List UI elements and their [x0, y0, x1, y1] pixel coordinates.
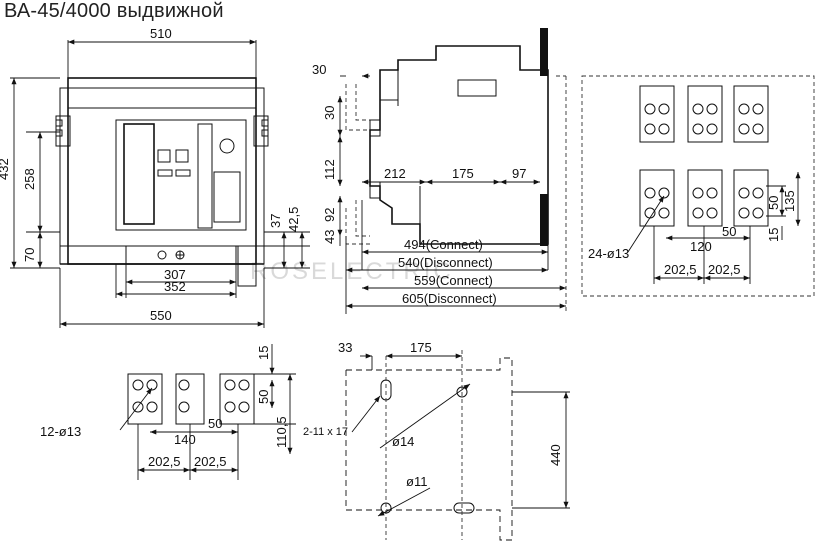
dim-494-connect: 494(Connect): [404, 237, 483, 252]
dim-70: 70: [22, 248, 37, 262]
front-handle-slot: [197, 123, 213, 229]
holes-24-d13: 24-ø13: [588, 246, 629, 261]
indicator-1: [157, 149, 171, 163]
terminal-detail-right: 24-ø13 50 135 15 120 50 202,5 202,5: [581, 75, 815, 297]
mounting-plate: 33 175 2-11 x 17 ø14 ø11 440: [303, 340, 570, 541]
side-view: 30 30 112 92 43 212 175 97 494(Connect) …: [312, 28, 567, 314]
side-panel-top: [540, 28, 548, 76]
drawing-title: ВА-45/4000 выдвижной: [4, 0, 224, 22]
front-top-strip: [67, 77, 257, 109]
dim-15-left: 15: [256, 346, 271, 360]
dim-202-5-right-b: 202,5: [708, 262, 741, 277]
slot-top-left: [380, 379, 392, 401]
indicator-4: [175, 169, 191, 177]
dim-605-disconnect: 605(Disconnect): [402, 291, 497, 306]
dim-d14: ø14: [392, 434, 414, 449]
front-display-window: [123, 123, 155, 225]
dim-202-5-left-b: 202,5: [194, 454, 227, 469]
dim-175: 175: [452, 166, 474, 181]
dim-212: 212: [384, 166, 406, 181]
side-panel-bottom: [540, 194, 548, 246]
dim-37: 37: [268, 214, 283, 228]
front-label-plate: [213, 171, 241, 223]
dim-352: 352: [164, 279, 186, 294]
plate-outline: [346, 357, 513, 541]
dim-202-5-right-a: 202,5: [664, 262, 697, 277]
dim-d11: ø11: [406, 474, 427, 489]
dim-175-plate: 175: [410, 340, 432, 355]
dim-120: 120: [690, 239, 712, 254]
holes-12-d13: 12-ø13: [40, 424, 81, 439]
dim-510: 510: [150, 26, 172, 41]
terminal-detail-left: 12-ø13 15 50 110,5 140 50 202,5 202,5: [40, 344, 296, 480]
dim-540-disconnect: 540(Disconnect): [398, 255, 493, 270]
dim-33: 33: [338, 340, 352, 355]
dim-202-5-left-a: 202,5: [148, 454, 181, 469]
dim-432: 432: [0, 158, 11, 180]
dim-43: 43: [322, 230, 337, 244]
dim-440: 440: [548, 444, 563, 466]
front-view: 510 432 258 70 307 352 550 37 42,5: [0, 26, 310, 328]
dim-50-right: 50: [766, 196, 781, 210]
dim-42-5: 42,5: [286, 207, 301, 232]
front-face-panel: [115, 119, 247, 231]
side-body-outline: [369, 45, 549, 245]
dim-307: 307: [164, 267, 186, 282]
dim-50-right-b: 50: [722, 224, 736, 239]
front-button-icon: [219, 138, 235, 154]
indicator-2: [175, 149, 189, 163]
dim-92: 92: [322, 208, 337, 222]
dim-135: 135: [782, 190, 797, 212]
dim-50-left-b: 50: [208, 416, 222, 431]
dim-97: 97: [512, 166, 526, 181]
indicator-3: [157, 169, 173, 177]
dim-30-top: 30: [312, 62, 326, 77]
slot-bottom-right: [453, 502, 475, 514]
front-body-outline: [67, 77, 257, 265]
dim-559-connect: 559(Connect): [414, 273, 493, 288]
side-label: [457, 79, 497, 97]
dim-550: 550: [150, 308, 172, 323]
dim-140: 140: [174, 432, 196, 447]
dim-50-left: 50: [256, 390, 271, 404]
dim-112: 112: [322, 159, 337, 180]
dim-15-right: 15: [766, 228, 781, 242]
dim-258: 258: [22, 168, 37, 190]
dim-30-left: 30: [322, 106, 337, 120]
dim-slots: 2-11 x 17: [303, 426, 348, 438]
dim-110-5: 110,5: [274, 416, 289, 448]
detail-dashed-frame: [581, 75, 815, 297]
